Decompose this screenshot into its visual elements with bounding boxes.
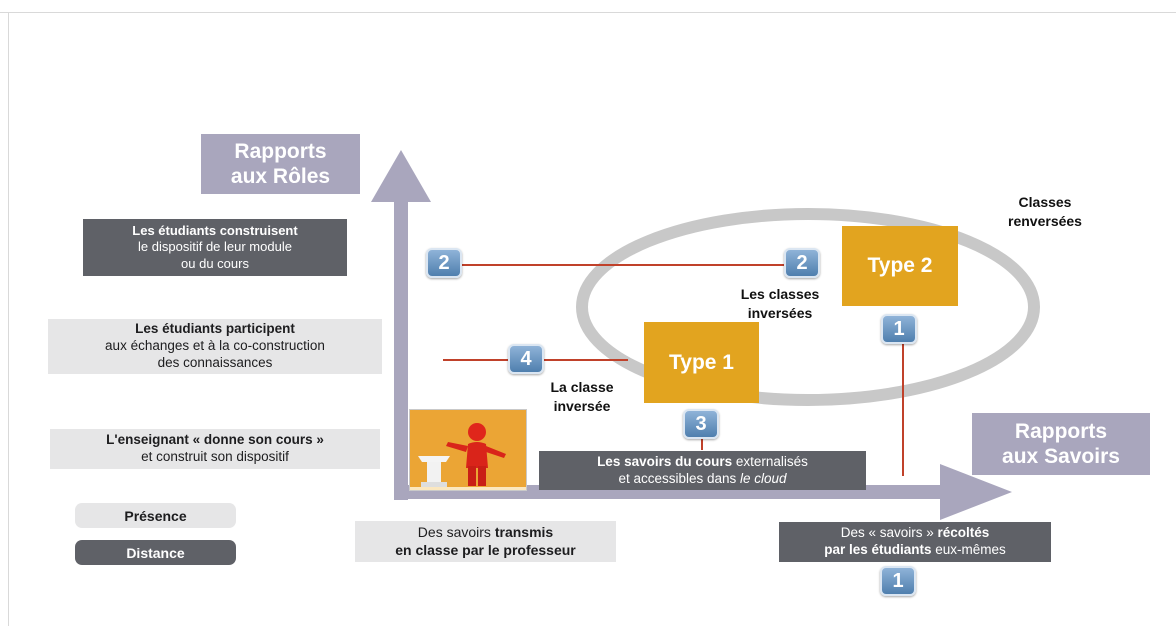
savoirs-cloud-line1: Les savoirs du cours externalisés — [597, 454, 808, 471]
badge-roles-2: 2 — [426, 248, 462, 278]
roles-axis-shaft — [394, 190, 408, 500]
label-classes-renversees: Classes renversées — [985, 193, 1105, 231]
type1-box: Type 1 — [644, 322, 759, 403]
role-participate-bold: Les étudiants participent — [135, 321, 295, 337]
badge-level-4: 4 — [508, 344, 544, 374]
badge-ring-1: 1 — [881, 314, 917, 344]
badge-roles-2-text: 2 — [438, 251, 450, 274]
role-construct-line2: le dispositif de leur module — [138, 239, 292, 255]
role-teacher-bold: L'enseignant « donne son cours » — [106, 432, 324, 448]
role-level-teacher: L'enseignant « donne son cours » et cons… — [50, 429, 380, 469]
badge-level-4-text: 4 — [520, 347, 532, 370]
badge-ring-1-text: 1 — [893, 317, 905, 340]
type2-box: Type 2 — [842, 226, 958, 306]
frame-top-rule — [0, 12, 1176, 13]
label-classes-renversees-line2: renversées — [1008, 212, 1082, 229]
role-level-participate: Les étudiants participent aux échanges e… — [48, 319, 382, 374]
savoirs-axis-title-line1: Rapports — [1014, 419, 1108, 443]
savoirs-axis-title: Rapports aux Savoirs — [972, 413, 1150, 475]
type1-label: Type 1 — [669, 350, 734, 374]
savoirs-level-cloud: Les savoirs du cours externalisés et acc… — [539, 451, 866, 490]
badge-level-3: 3 — [683, 409, 719, 439]
roles-axis-title-line2: aux Rôles — [230, 165, 331, 188]
savoirs-transmis-bold: transmis — [494, 524, 554, 540]
badge-ring-2: 2 — [784, 248, 820, 278]
role-participate-line3: des connaissances — [157, 354, 273, 370]
role-participate-line2: aux échanges et à la co-construction — [105, 338, 325, 354]
savoirs-level-recoltes: Des « savoirs » récoltés par les étudian… — [779, 522, 1051, 562]
role-level-construct: Les étudiants construisent le dispositif… — [83, 219, 347, 276]
savoirs-cloud-line2-pre: et accessibles dans — [618, 470, 741, 486]
label-classes-inversees-line2: inversées — [747, 304, 813, 321]
roles-axis-title-line1: Rapports — [234, 139, 327, 163]
reversed-classes-ring — [576, 208, 1040, 406]
savoirs-recoltes-line2-rest: eux-mêmes — [931, 542, 1006, 557]
roles-axis-arrowhead — [371, 150, 431, 202]
savoirs-axis-title-line2: aux Savoirs — [1002, 445, 1120, 468]
label-classes-inversees: Les classes inversées — [720, 285, 840, 323]
legend-presence: Présence — [75, 503, 236, 528]
badge-level-3-text: 3 — [695, 412, 707, 435]
role-teacher-line2: et construit son dispositif — [141, 449, 289, 464]
teacher-figure-icon — [410, 410, 526, 490]
badge-axis-1-text: 1 — [892, 569, 904, 592]
legend-distance-label: Distance — [126, 544, 185, 561]
savoirs-transmis-pre: Des savoirs — [417, 524, 495, 540]
label-classes-inversees-line1: Les classes — [740, 286, 820, 302]
label-classes-renversees-line1: Classes — [1018, 194, 1072, 210]
legend-presence-label: Présence — [124, 507, 187, 524]
type2-label: Type 2 — [867, 254, 933, 277]
role-construct-bold: Les étudiants construisent — [132, 223, 298, 239]
savoirs-transmis-line2: en classe par le professeur — [395, 541, 576, 558]
savoirs-recoltes-line1: Des « savoirs » récoltés — [841, 525, 990, 542]
savoirs-recoltes-pre: Des « savoirs » — [840, 525, 938, 541]
savoirs-recoltes-line2: par les étudiants eux-mêmes — [824, 542, 1006, 559]
badge-axis-1: 1 — [880, 566, 916, 596]
savoirs-level-transmis: Des savoirs transmis en classe par le pr… — [355, 521, 616, 562]
savoirs-transmis-line1: Des savoirs transmis — [418, 524, 553, 542]
savoirs-axis-arrowhead — [940, 464, 1012, 520]
label-classe-inversee: La classe inversée — [522, 378, 642, 416]
label-classe-inversee-line2: inversée — [553, 397, 611, 414]
role-construct-line3: ou du cours — [181, 255, 249, 271]
savoirs-recoltes-bold: récoltés — [937, 525, 990, 541]
savoirs-cloud-bold: Les savoirs du cours — [597, 453, 733, 469]
savoirs-cloud-italic: le cloud — [740, 470, 787, 486]
savoirs-cloud-rest: externalisés — [732, 453, 808, 469]
legend-distance: Distance — [75, 540, 236, 565]
savoirs-cloud-line2: et accessibles dans le cloud — [618, 471, 786, 488]
savoirs-recoltes-line2-bold: par les étudiants — [824, 542, 932, 557]
badge-ring-2-text: 2 — [796, 251, 808, 274]
roles-axis-title: Rapports aux Rôles — [201, 134, 360, 194]
teacher-illustration — [409, 409, 527, 491]
label-classe-inversee-line1: La classe — [550, 379, 614, 395]
frame-left-rule — [8, 12, 9, 626]
